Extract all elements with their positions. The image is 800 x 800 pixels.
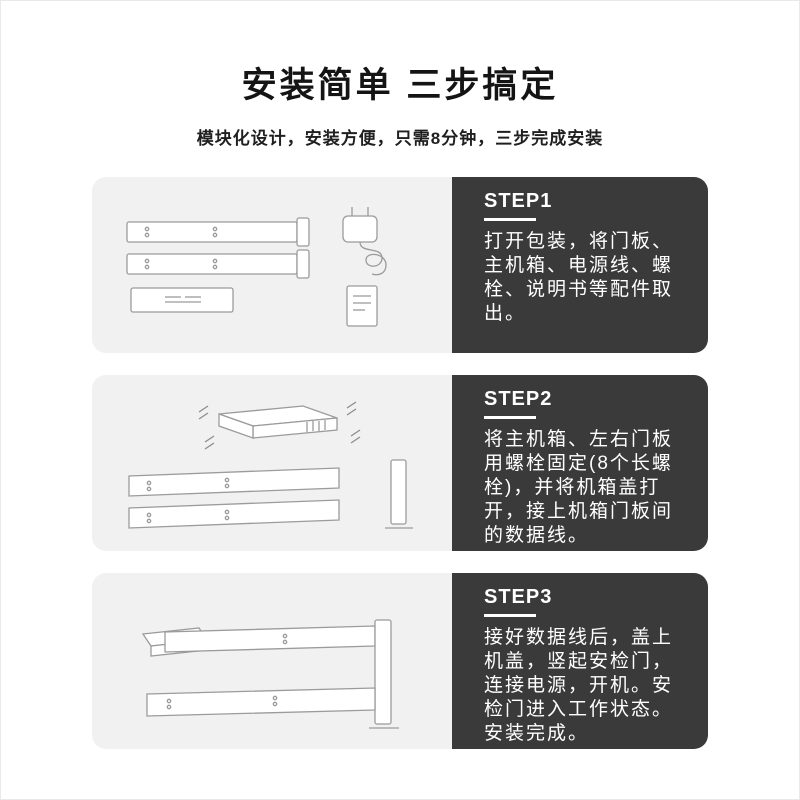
step2-text: 将主机箱、左右门板用螺栓固定(8个长螺栓)，并将机箱盖打开，接上机箱门板间的数据… [484,429,674,546]
step1-unpacked-parts-illustration [107,190,437,340]
step3-text: 接好数据线后，盖上机盖，竖起安检门，连接电源，开机。安检门进入工作状态。安装完成… [484,627,674,744]
step1-label: STEP1 [484,190,553,212]
step1-illustration-panel [92,177,452,353]
step-card-1: STEP1 打开包装，将门板、主机箱、电源线、螺栓、说明书等配件取出。 [92,177,708,353]
step2-illustration-panel [92,375,452,551]
step2-info-panel: STEP2 将主机箱、左右门板用螺栓固定(8个长螺栓)，并将机箱盖打开，接上机箱… [452,375,708,551]
step3-info-panel: STEP3 接好数据线后，盖上机盖，竖起安检门，连接电源，开机。安检门进入工作状… [452,573,708,749]
step3-illustration-panel [92,573,452,749]
step2-underline [484,416,536,419]
step1-info-panel: STEP1 打开包装，将门板、主机箱、电源线、螺栓、说明书等配件取出。 [452,177,708,353]
step3-underline [484,614,536,617]
page-title: 安装简单 三步搞定 [241,66,559,105]
step2-label: STEP2 [484,388,553,410]
step1-underline [484,218,536,221]
step-card-2: STEP2 将主机箱、左右门板用螺栓固定(8个长螺栓)，并将机箱盖打开，接上机箱… [92,375,708,551]
step3-assembled-gate-illustration [107,586,437,736]
step3-label: STEP3 [484,586,553,608]
step2-screw-assembly-illustration [107,388,437,538]
step1-text: 打开包装，将门板、主机箱、电源线、螺栓、说明书等配件取出。 [484,231,674,324]
page-subtitle: 模块化设计，安装方便，只需8分钟，三步完成安装 [196,129,604,148]
step-card-3: STEP3 接好数据线后，盖上机盖，竖起安检门，连接电源，开机。安检门进入工作状… [92,573,708,749]
step-cards: STEP1 打开包装，将门板、主机箱、电源线、螺栓、说明书等配件取出。 [1,177,799,749]
